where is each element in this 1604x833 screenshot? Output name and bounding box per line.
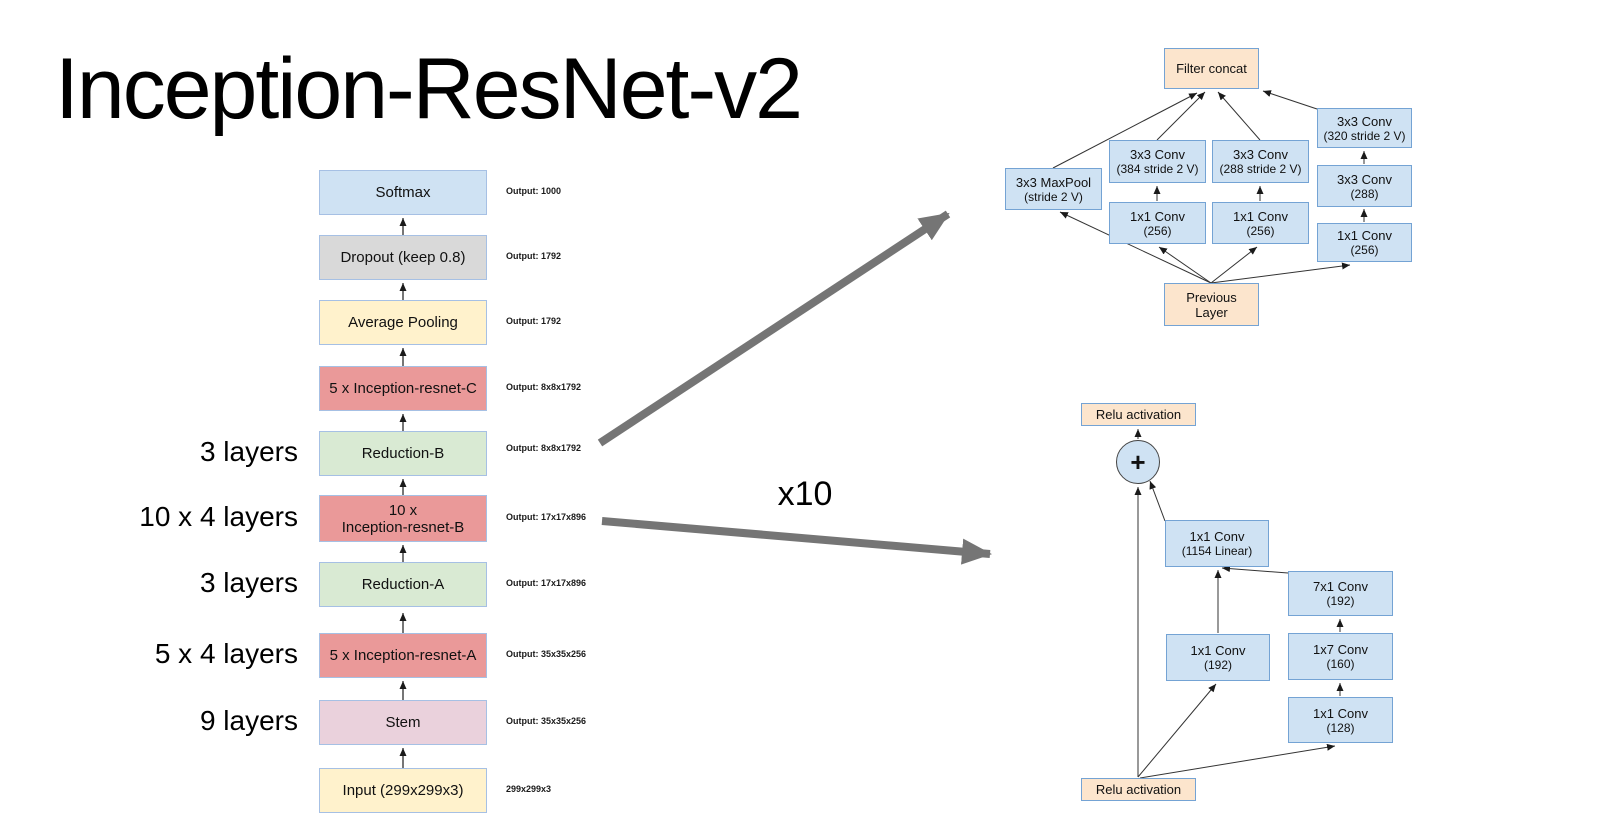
stack-box-input: Input (299x299x3) (319, 768, 487, 813)
layers-label-inception-resnet-a: 5 x 4 layers (154, 638, 298, 669)
module-box-conv-256-mid: 1x1 Conv (256) (1212, 202, 1309, 244)
layers-label-reduction-a: 3 layers (199, 567, 298, 598)
module-box-conv-288-stride: 3x3 Conv (288 stride 2 V) (1212, 140, 1309, 183)
module-box-relu-top: Relu activation (1081, 403, 1196, 426)
output-label-reduction-a: Output: 17x17x896 (506, 578, 587, 588)
module-box-conv-7x1: 7x1 Conv (192) (1288, 571, 1393, 616)
expansion-arrows (597, 210, 992, 565)
output-label-softmax: Output: 1000 (506, 186, 562, 196)
stack-box-reduction-b: Reduction-B (319, 431, 487, 476)
output-label-average-pooling: Output: 1792 (506, 316, 562, 326)
layers-label-stem: 9 layers (199, 705, 298, 736)
output-label-inception-resnet-b: Output: 17x17x896 (506, 512, 587, 522)
stack-box-softmax: Softmax (319, 170, 487, 215)
stack-box-dropout: Dropout (keep 0.8) (319, 235, 487, 280)
output-label-stem: Output: 35x35x256 (506, 716, 587, 726)
arrow-to-resnet-b-module (601, 517, 992, 565)
module-box-conv-320: 3x3 Conv (320 stride 2 V) (1317, 108, 1412, 148)
stack-box-inception-resnet-a: 5 x Inception-resnet-A (319, 633, 487, 678)
layers-label-reduction-b: 3 layers (199, 436, 298, 467)
slide-title: Inception-ResNet-v2 (55, 41, 803, 137)
residual-add-node: + (1116, 440, 1160, 484)
stack-box-stem: Stem (319, 700, 487, 745)
module-box-conv-288: 3x3 Conv (288) (1317, 165, 1412, 207)
layers-label-inception-resnet-b: 10 x 4 layers (139, 501, 298, 532)
module-box-conv-256-left: 1x1 Conv (256) (1109, 202, 1206, 244)
multiplier-label: x10 (777, 475, 833, 513)
module-box-conv-128: 1x1 Conv (128) (1288, 697, 1393, 743)
module-box-conv-1x7: 1x7 Conv (160) (1288, 633, 1393, 680)
module-box-filter-concat: Filter concat (1164, 48, 1259, 89)
stack-box-inception-resnet-c: 5 x Inception-resnet-C (319, 366, 487, 411)
stack-box-average-pooling: Average Pooling (319, 300, 487, 345)
stack-box-reduction-a: Reduction-A (319, 562, 487, 607)
output-label-reduction-b: Output: 8x8x1792 (506, 443, 582, 453)
output-label-dropout: Output: 1792 (506, 251, 562, 261)
stack-box-inception-resnet-b: 10 x Inception-resnet-B (319, 495, 487, 542)
module-box-conv-1154: 1x1 Conv (1154 Linear) (1165, 520, 1269, 567)
module-box-conv-384: 3x3 Conv (384 stride 2 V) (1109, 140, 1206, 183)
module-box-maxpool: 3x3 MaxPool (stride 2 V) (1005, 168, 1102, 210)
resnet-module-arrows (1134, 429, 1344, 779)
arrow-to-reduction-b-module (597, 210, 951, 447)
output-label-inception-resnet-c: Output: 8x8x1792 (506, 382, 582, 392)
module-box-previous-layer: Previous Layer (1164, 283, 1259, 326)
module-box-relu-bottom: Relu activation (1081, 778, 1196, 801)
module-box-conv-192: 1x1 Conv (192) (1166, 634, 1270, 681)
output-label-inception-resnet-a: Output: 35x35x256 (506, 649, 587, 659)
output-label-input: 299x299x3 (506, 784, 552, 794)
module-box-conv-256-right: 1x1 Conv (256) (1317, 223, 1412, 262)
reduction-module-arrows (1052, 90, 1368, 284)
